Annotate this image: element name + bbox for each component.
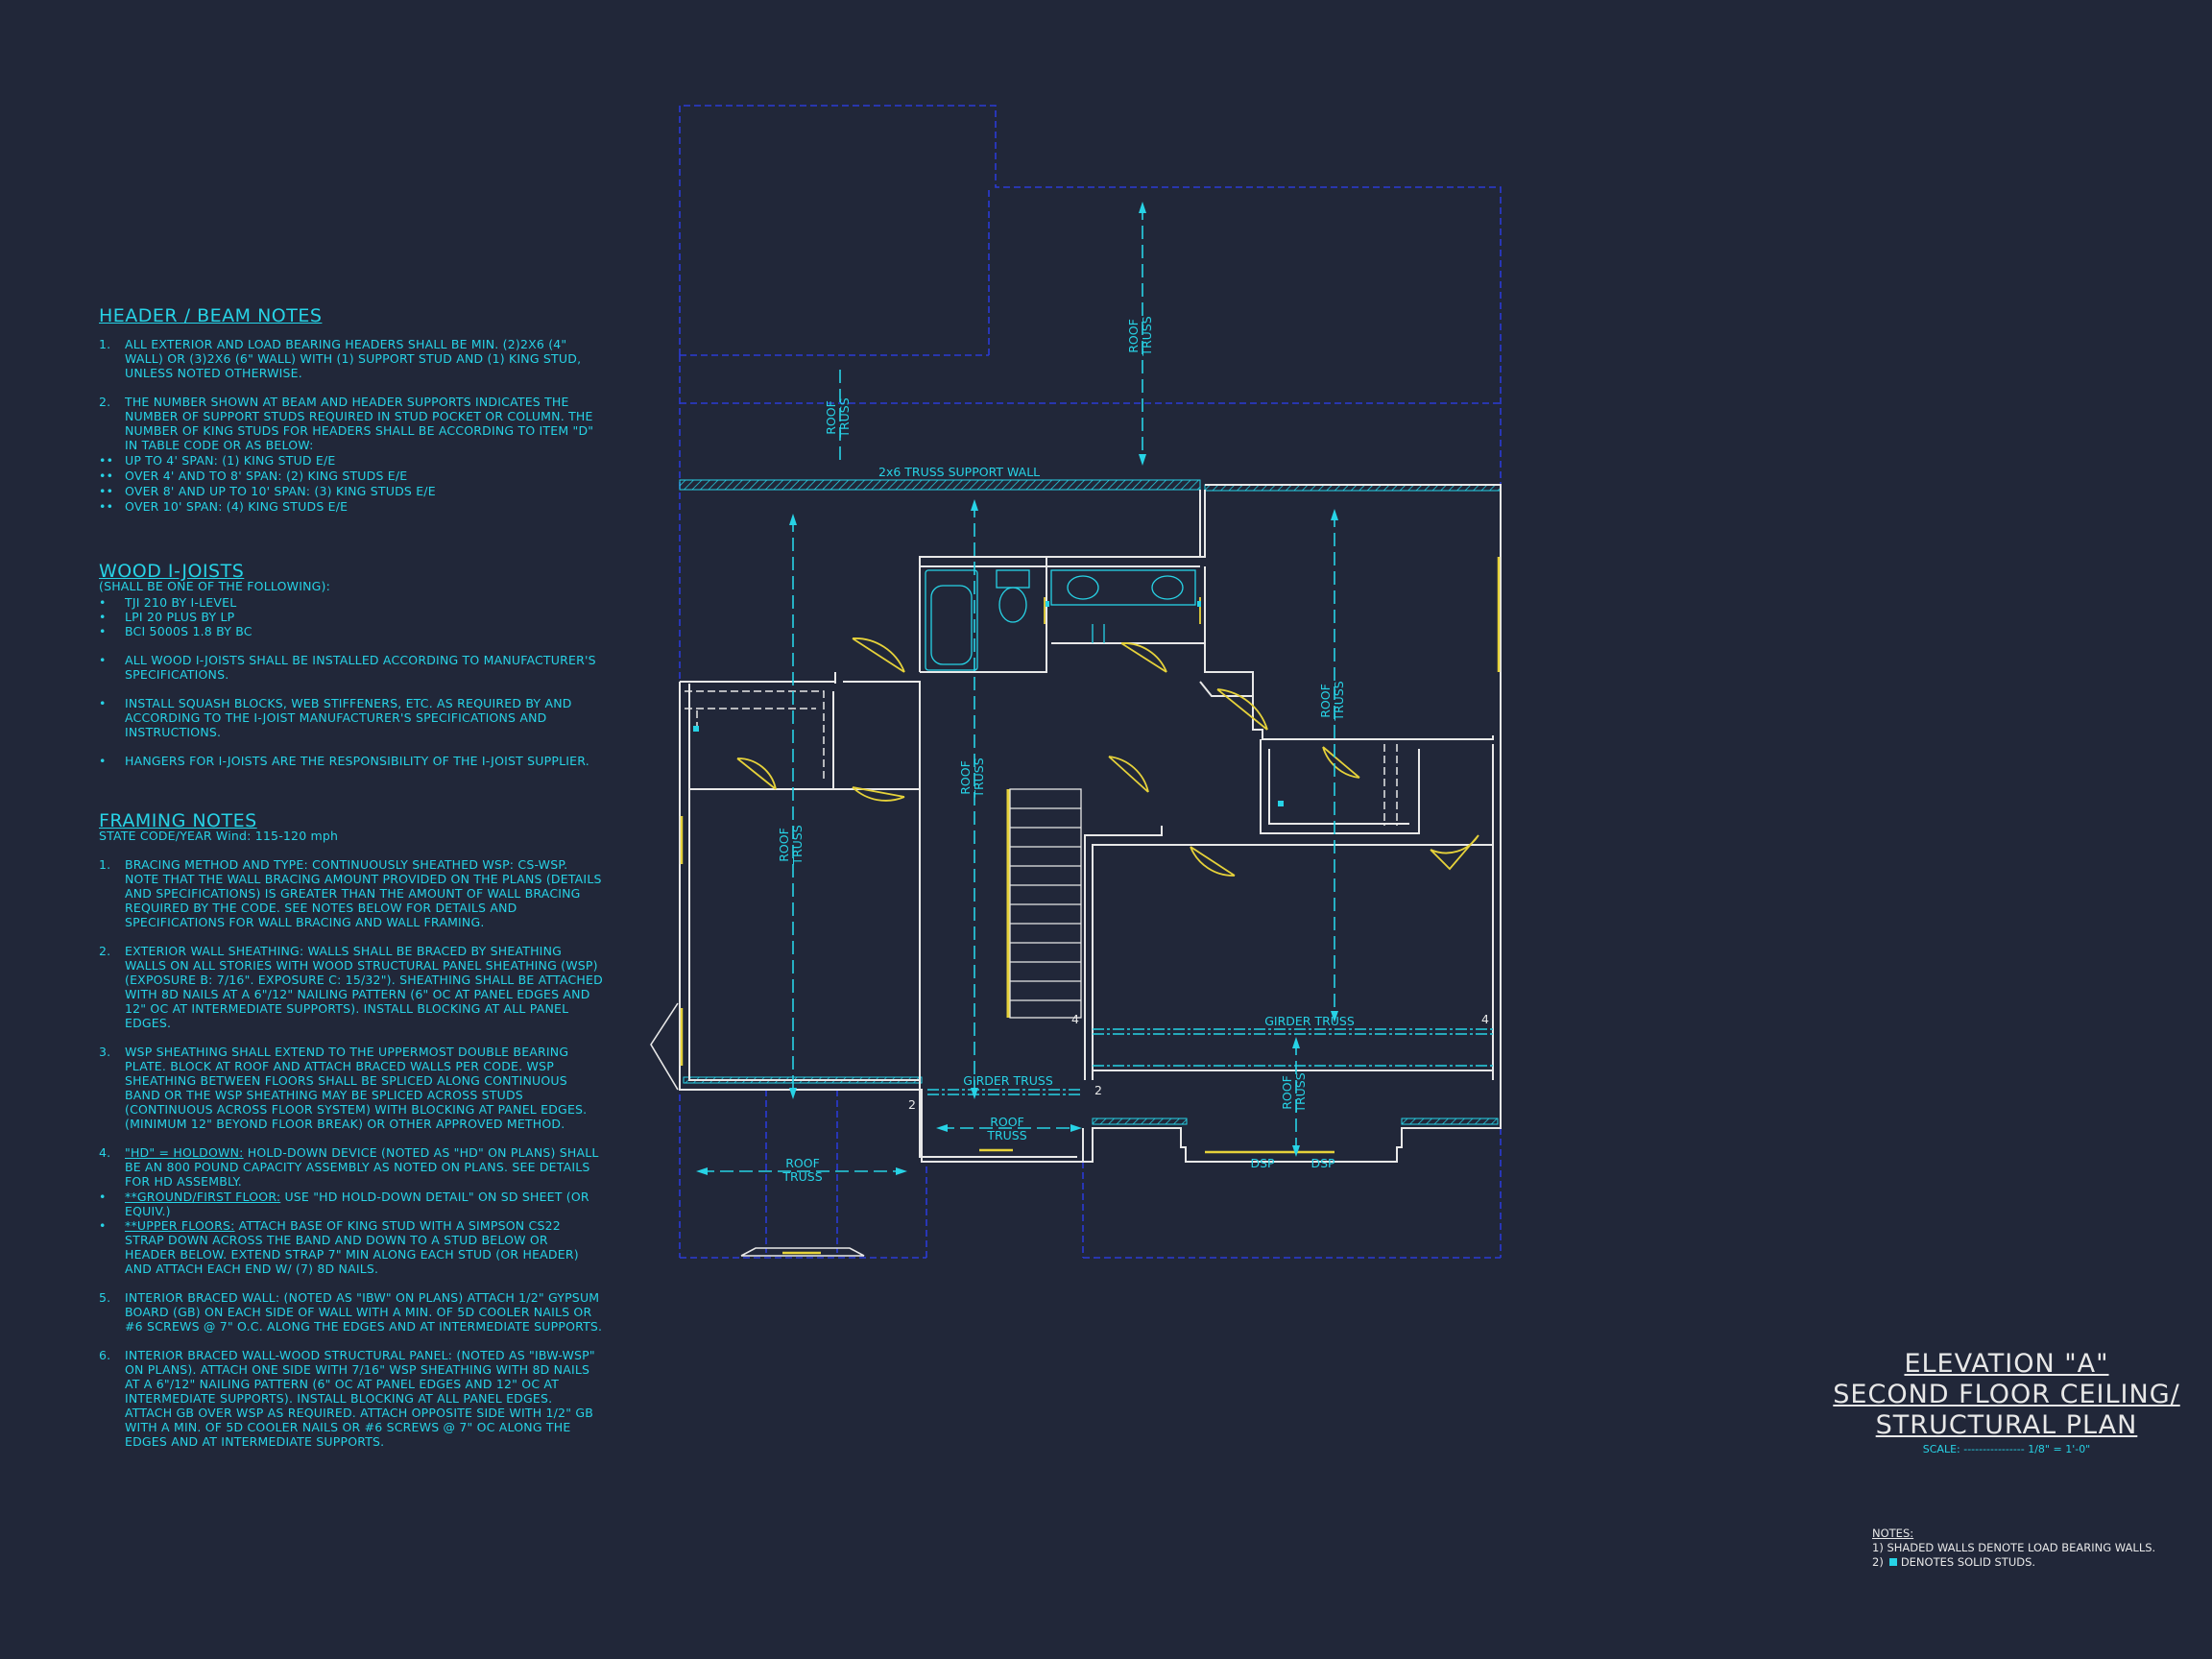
roof-label: ROOF (824, 400, 838, 435)
framing-notes-subtitle: STATE CODE/YEAR Wind: 115-120 mph (99, 829, 339, 843)
stud-count-label: 2 (908, 1097, 916, 1112)
note-item: 6.INTERIOR BRACED WALL-WOOD STRUCTURAL P… (99, 1348, 595, 1449)
truss-label: TRUSS (986, 1128, 1026, 1142)
note-sub-item: •**GROUND/FIRST FLOOR: USE "HD HOLD-DOWN… (99, 1190, 589, 1218)
framing-notes: FRAMING NOTES STATE CODE/YEAR Wind: 115-… (99, 810, 603, 1463)
dsp-label: DSP (1310, 1156, 1335, 1170)
truss-label: TRUSS (837, 397, 852, 438)
note-item: 5.INTERIOR BRACED WALL: (NOTED AS "IBW" … (99, 1290, 603, 1334)
bath-fixtures (925, 569, 1196, 671)
girder-truss-label: GIRDER TRUSS (963, 1073, 1053, 1088)
roof-label: ROOF (958, 760, 973, 795)
truss-support-wall-label: 2x6 TRUSS SUPPORT WALL (878, 465, 1040, 479)
ijoist-note: •ALL WOOD I-JOISTS SHALL BE INSTALLED AC… (99, 653, 596, 682)
legend-notes: NOTES: 1) SHADED WALLS DENOTE LOAD BEARI… (1872, 1527, 2155, 1570)
ijoist-note: •HANGERS FOR I-JOISTS ARE THE RESPONSIBI… (99, 754, 589, 768)
roof-label: ROOF (990, 1115, 1024, 1129)
windows (680, 557, 1501, 1255)
note-item: 3.WSP SHEATHING SHALL EXTEND TO THE UPPE… (99, 1045, 588, 1131)
note-sub-item: •**UPPER FLOORS: ATTACH BASE OF KING STU… (99, 1218, 579, 1276)
truss-label: TRUSS (972, 757, 986, 798)
note-item: 1.BRACING METHOD AND TYPE: CONTINUOUSLY … (99, 857, 602, 929)
solid-stud-markers (693, 601, 1284, 806)
stud-count-label: 2 (1094, 1083, 1102, 1097)
legend-note-1: 1) SHADED WALLS DENOTE LOAD BEARING WALL… (1872, 1541, 2156, 1554)
roof-label: ROOF (777, 828, 791, 862)
note-sub-item: ••OVER 10' SPAN: (4) KING STUDS E/E (99, 499, 349, 514)
dsp-label: DSP (1250, 1156, 1275, 1170)
drawing-title-block: ELEVATION "A" SECOND FLOOR CEILING/ STRU… (1824, 1349, 2189, 1455)
roof-label: ROOF (1126, 319, 1141, 353)
roof-outline (679, 105, 1502, 1259)
interior-dashed-walls (685, 690, 1398, 826)
truss-label: TRUSS (790, 825, 805, 865)
title-line-1: ELEVATION "A" (1904, 1349, 2109, 1379)
ijoist-note: •INSTALL SQUASH BLOCKS, WEB STIFFENERS, … (99, 696, 572, 739)
note-sub-item: ••OVER 8' AND UP TO 10' SPAN: (3) KING S… (99, 484, 436, 498)
scale-label: SCALE: ---------------- 1/8" = 1'-0" (1922, 1443, 2091, 1455)
note-item: 2.THE NUMBER SHOWN AT BEAM AND HEADER SU… (99, 395, 594, 452)
header-beam-notes: HEADER / BEAM NOTES 1.ALL EXTERIOR AND L… (99, 305, 598, 515)
truss-label: TRUSS (1332, 681, 1346, 721)
roof-label: ROOF (1318, 684, 1333, 718)
arrowheads (696, 202, 1338, 1175)
stud-count-label: 4 (1071, 1012, 1079, 1026)
stud-count-label: 4 (1481, 1012, 1489, 1026)
legend-notes-heading: NOTES: (1872, 1527, 1914, 1540)
load-bearing-walls (679, 479, 1502, 1125)
ijoist-product: •BCI 5000s 1.8 BY BC (99, 624, 252, 638)
note-item: 2.EXTERIOR WALL SHEATHING: WALLS SHALL B… (99, 944, 603, 1030)
framing-notes-title: FRAMING NOTES (99, 810, 257, 831)
roof-label: ROOF (1280, 1075, 1294, 1110)
truss-label: TRUSS (1140, 316, 1154, 356)
ijoist-product: •TJI 210 BY I-LEVEL (99, 595, 237, 610)
truss-direction-arrows (701, 206, 1335, 1172)
bay-window (650, 1002, 865, 1257)
header-beam-notes-title: HEADER / BEAM NOTES (99, 305, 323, 326)
solid-stud-swatch-icon (1888, 1558, 1897, 1566)
title-line-3: STRUCTURAL PLAN (1875, 1410, 2138, 1440)
girder-truss-label: GIRDER TRUSS (1264, 1014, 1355, 1028)
ijoist-product: •LPI 20 PLUS BY LP (99, 610, 235, 624)
note-item: 4."HD" = HOLDOWN: HOLD-DOWN DEVICE (NOTE… (99, 1145, 599, 1189)
legend-note-2: 2)DENOTES SOLID STUDS. (1872, 1555, 2036, 1569)
wood-ijoists-title: WOOD I-JOISTS (99, 561, 245, 582)
note-sub-item: ••OVER 4' AND TO 8' SPAN: (2) KING STUDS… (99, 469, 408, 483)
note-item: 1.ALL EXTERIOR AND LOAD BEARING HEADERS … (99, 337, 582, 380)
girder-truss-lines (927, 1028, 1493, 1095)
note-sub-item: ••UP TO 4' SPAN: (1) KING STUD E/E (99, 453, 336, 468)
walls (679, 484, 1502, 1163)
truss-label: TRUSS (781, 1169, 822, 1184)
wood-ijoists-notes: WOOD I-JOISTS (SHALL BE ONE OF THE FOLLO… (99, 561, 598, 782)
title-line-2: SECOND FLOOR CEILING/ (1833, 1380, 2180, 1409)
roof-label: ROOF (785, 1156, 820, 1170)
stair (1006, 788, 1082, 1019)
truss-label: TRUSS (1293, 1072, 1308, 1113)
wood-ijoists-subtitle: (SHALL BE ONE OF THE FOLLOWING): (99, 579, 331, 593)
